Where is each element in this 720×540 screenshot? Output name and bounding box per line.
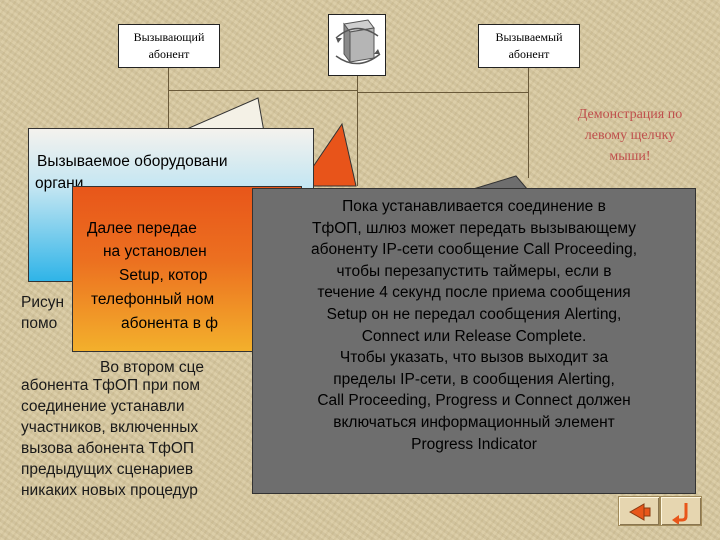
background-text-line: предыдущих сценариев — [21, 461, 194, 478]
gray-callout-line: чтобы перезапустить таймеры, если в — [336, 262, 612, 280]
demo-note: Демонстрация по левому щелчку мыши! — [550, 104, 710, 167]
background-text-line: никаких новых процедур — [21, 482, 198, 499]
background-text-partial: Во втором сце — [100, 359, 204, 376]
orange-callout-line2: на установлен — [103, 243, 207, 260]
blue-callout-pointer — [179, 97, 265, 133]
blue-callout-line2: органи — [35, 175, 84, 192]
signal-arrow-line-2 — [357, 92, 528, 93]
caller-label-line2: абонент — [148, 47, 190, 61]
background-text-line: Рисун — [21, 294, 65, 311]
back-arrow-icon — [628, 503, 652, 526]
orange-callout-line1: Далее передае — [87, 220, 197, 237]
background-text-line: помо — [21, 315, 58, 332]
orange-callout-pointer — [299, 122, 357, 187]
demo-note-line3: мыши! — [609, 149, 651, 164]
gray-callout-line: Чтобы указать, что вызов выходит за — [339, 349, 609, 367]
return-arrow-icon — [671, 500, 693, 529]
callee-box: Вызываемый абонент — [478, 24, 580, 68]
signal-arrow-line — [168, 90, 357, 91]
gray-callout-line: Progress Indicator — [411, 435, 537, 453]
back-button[interactable] — [618, 496, 660, 526]
caller-label-line1: Вызывающий — [133, 30, 205, 44]
gray-callout-line: включаться информационный элемент — [333, 413, 615, 431]
callee-label-line2: абонент — [508, 47, 550, 61]
orange-callout-line3: Setup, котор — [119, 267, 208, 284]
gray-callout-line: Setup он не передал сообщения Alerting, — [326, 305, 622, 323]
caller-lifeline — [168, 68, 169, 138]
callee-lifeline — [528, 68, 529, 178]
gray-callout-line: ТфОП, шлюз может передать вызывающему — [312, 219, 636, 237]
demo-note-line1: Демонстрация по — [577, 107, 683, 122]
background-text-line: участников, включенных — [21, 419, 199, 436]
background-text-line: вызова абонента ТфОП — [21, 440, 195, 457]
gray-callout-line: Connect или Release Complete. — [361, 327, 587, 345]
orange-callout-line5: абонента в ф — [121, 315, 219, 332]
background-text-line: абонента ТфОП при пом — [21, 377, 201, 394]
gateway-lifeline — [357, 76, 358, 186]
gray-callout-line: Пока устанавливается соединение в — [342, 198, 606, 215]
gray-callout-line: Call Proceeding, Progress и Connect долж… — [317, 392, 631, 410]
gray-callout-line: абоненту IP-сети сообщение Call Proceedi… — [310, 241, 638, 259]
background-text-line: соединение устанавли — [21, 398, 185, 415]
gray-callout-line: пределы IP-сети, в сообщения Alerting, — [333, 370, 615, 388]
blue-callout-line1: Вызываемое оборудовани — [37, 153, 228, 170]
demo-note-line2: левому щелчку — [584, 128, 676, 143]
caller-box: Вызывающий абонент — [118, 24, 220, 68]
return-button[interactable] — [660, 496, 702, 526]
orange-callout-line4: телефонный ном — [91, 291, 215, 308]
gray-callout-line: течение 4 секунд после приема сообщения — [317, 284, 631, 302]
gray-callout: Пока устанавливается соединение в ТфОП, … — [252, 188, 696, 494]
gateway-icon — [328, 14, 386, 76]
callee-label-line1: Вызываемый — [495, 30, 563, 44]
